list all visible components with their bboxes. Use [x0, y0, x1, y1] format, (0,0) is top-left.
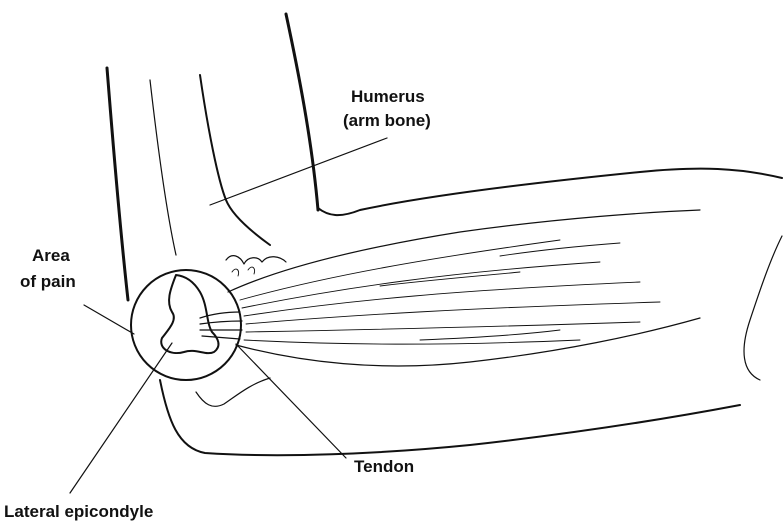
muscle-bottom-edge — [236, 318, 700, 366]
humerus-bone-right-edge — [200, 75, 270, 245]
wrist-outline — [744, 236, 782, 380]
upper-arm-outline-right — [286, 14, 318, 210]
area-of-pain-circle — [131, 270, 241, 380]
tendon-leader-line — [236, 344, 346, 458]
tendon-label: Tendon — [354, 457, 414, 476]
lateral-epicondyle-leader-line — [70, 343, 172, 493]
lateral-epicondyle-label: Lateral epicondyle — [4, 502, 153, 521]
humerus-leader-line — [210, 138, 387, 205]
muscle-top-edge — [228, 210, 700, 292]
muscle-fibers — [240, 240, 660, 344]
area-of-pain-label: Area — [32, 246, 70, 265]
humerus-sublabel: (arm bone) — [343, 111, 431, 130]
area-of-pain-leader-line — [84, 305, 134, 334]
humerus-label: Humerus — [351, 87, 425, 106]
forearm-top-outline — [318, 169, 782, 215]
bone-knob-detail — [226, 256, 286, 264]
humerus-bone-left-edge — [150, 80, 176, 255]
forearm-bottom-outline — [160, 380, 740, 455]
forearm-bone — [196, 378, 270, 406]
lateral-epicondyle-bone — [161, 275, 218, 353]
area-of-pain-sublabel: of pain — [20, 272, 76, 291]
upper-arm-outline-left — [107, 68, 128, 300]
bone-knob-detail-2 — [232, 267, 255, 276]
